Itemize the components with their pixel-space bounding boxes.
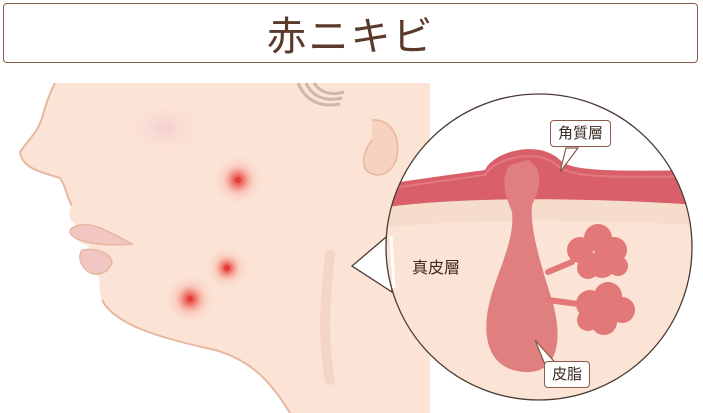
skin-cross-section-icon (350, 93, 693, 401)
pimple-chin-icon (164, 273, 216, 325)
page-title: 赤ニキビ (266, 14, 435, 60)
sebaceous-gland-label: 皮脂 (544, 361, 591, 388)
stratum-corneum-label: 角質層 (550, 120, 612, 147)
pimple-cheek-icon (212, 154, 264, 206)
dermis-label: 真皮層 (412, 258, 461, 277)
pimple-jaw-icon (205, 246, 249, 290)
illustration (18, 82, 693, 413)
title-box: 赤ニキビ (3, 3, 698, 63)
